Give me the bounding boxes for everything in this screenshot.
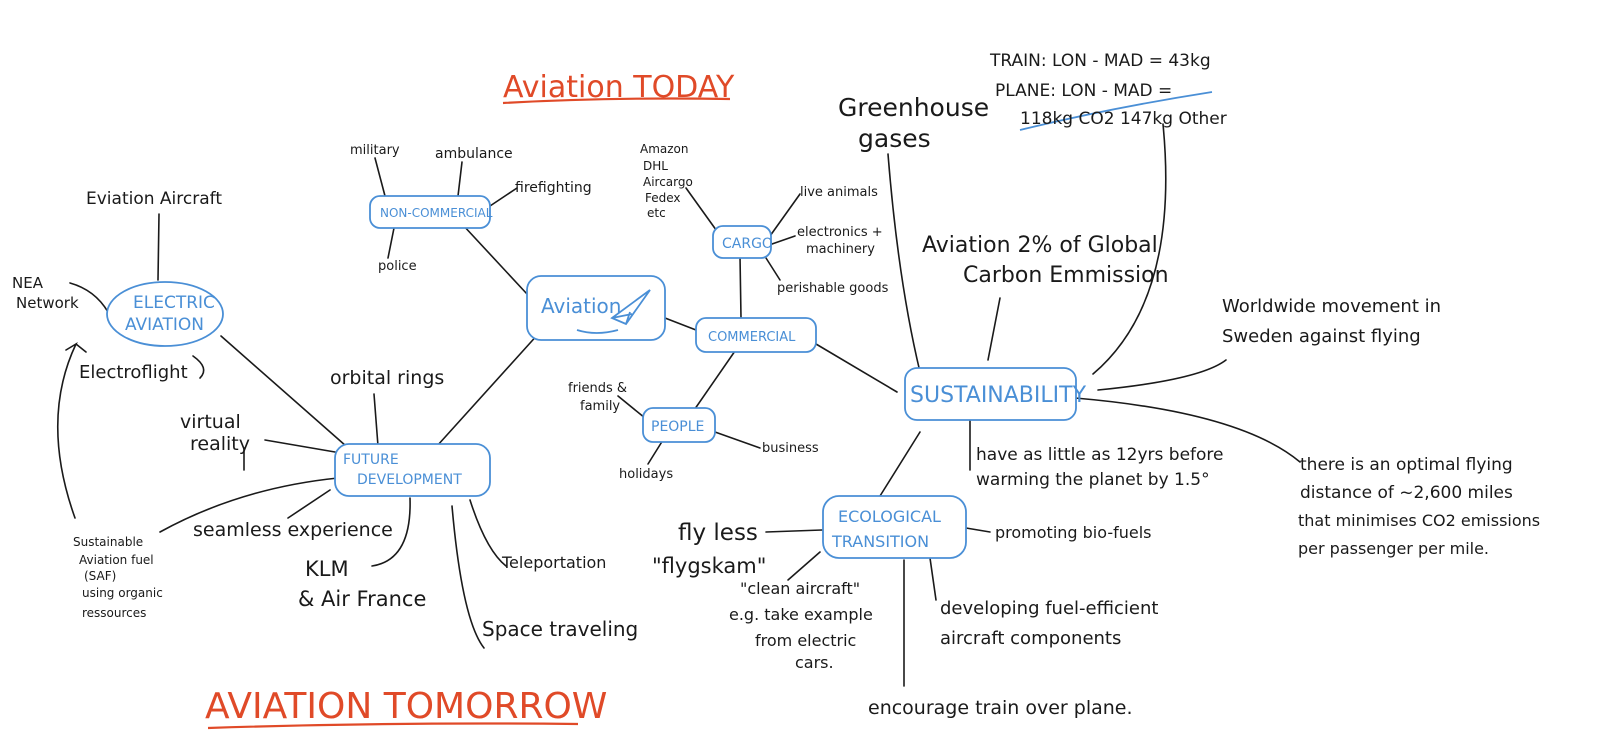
carrier-aircargo: Aircargo (643, 175, 693, 189)
cargo-node (712, 225, 772, 259)
saf-label-4: using organic (82, 586, 163, 600)
movement-label-2: Sweden against flying (1222, 326, 1421, 347)
military-label: military (350, 143, 400, 158)
orbital-rings-label: orbital rings (330, 367, 444, 389)
heading-today-underline (502, 97, 731, 105)
commercial-label: COMMERCIAL (708, 330, 796, 345)
police-label: police (378, 259, 417, 274)
carrier-etc: etc (647, 206, 666, 220)
future-label-1: FUTURE (343, 452, 399, 468)
optimal-label-2: distance of ~2,600 miles (1300, 483, 1513, 503)
fly-less-label: fly less (678, 520, 758, 546)
aviation-underline (576, 329, 619, 334)
movement-label-1: Worldwide movement in (1222, 296, 1441, 317)
clean-aircraft-label-1: "clean aircraft" (740, 579, 860, 598)
seamless-label: seamless experience (193, 519, 393, 541)
plane-co2-label: 118kg CO2 147kg Other (1020, 109, 1227, 129)
holidays-label: holidays (619, 467, 673, 482)
electric-label-2: AVIATION (125, 315, 204, 335)
electronics-label: electronics + (797, 225, 883, 240)
train-over-plane-label: encourage train over plane. (868, 697, 1133, 719)
virtual-reality-label-2: reality (190, 433, 250, 455)
commercial-node (695, 317, 817, 353)
sustainability-label: SUSTAINABILITY (910, 383, 1087, 408)
carrier-dhl: DHL (643, 159, 668, 173)
live-animals-label: live animals (800, 185, 878, 200)
fuel-efficient-label-2: aircraft components (940, 628, 1121, 649)
saf-label-1: Sustainable (73, 535, 143, 549)
business-label: business (762, 441, 819, 456)
perishable-label: perishable goods (777, 281, 889, 296)
greenhouse-label-2: gases (858, 124, 931, 153)
klm-label-1: KLM (305, 557, 349, 581)
cargo-label: CARGO (722, 236, 773, 252)
global-emission-label-2: Carbon Emmission (963, 263, 1169, 288)
saf-label-3: (SAF) (84, 569, 116, 583)
fuel-efficient-label-1: developing fuel-efficient (940, 598, 1158, 619)
klm-label-2: & Air France (298, 587, 426, 611)
noncommercial-label: NON-COMMERCIAL (380, 206, 493, 220)
emissions-underline (1019, 91, 1213, 131)
global-emission-label-1: Aviation 2% of Global (922, 233, 1158, 258)
saf-label-5: ressources (82, 606, 146, 620)
heading-tomorrow-underline (207, 722, 579, 730)
saf-label-2: Aviation fuel (79, 553, 154, 567)
people-node (642, 407, 716, 443)
ecological-node (822, 495, 967, 559)
carrier-amazon: Amazon (640, 142, 689, 156)
plane-emissions-label: PLANE: LON - MAD = (995, 81, 1172, 101)
optimal-label-3: that minimises CO2 emissions (1298, 511, 1540, 530)
future-label-2: DEVELOPMENT (357, 472, 462, 488)
heading-aviation-tomorrow: AVIATION TOMORROW (205, 686, 607, 727)
friends-label-1: friends & (568, 381, 627, 396)
virtual-reality-label-1: virtual (180, 411, 241, 433)
clean-aircraft-label-2: e.g. take example (729, 605, 873, 624)
train-emissions-label: TRAIN: LON - MAD = 43kg (989, 51, 1211, 71)
friends-label-2: family (580, 399, 620, 414)
aviation-node (526, 275, 666, 341)
electroflight-label: Electroflight (79, 362, 188, 383)
carrier-fedex: Fedex (645, 191, 681, 205)
sustainability-node (904, 367, 1077, 421)
electric-label-1: ELECTRIC (133, 293, 215, 313)
optimal-label-4: per passenger per mile. (1298, 539, 1489, 558)
electric-node (106, 281, 224, 347)
nea-label-2: Network (16, 294, 79, 312)
nea-label-1: NEA (12, 274, 44, 292)
machinery-label: machinery (806, 242, 875, 257)
paper-plane-icon (610, 289, 651, 326)
biofuels-label: promoting bio-fuels (995, 523, 1152, 542)
space-traveling-label: Space traveling (482, 617, 638, 641)
eviation-label: Eviation Aircraft (86, 189, 222, 209)
aviation-label: Aviation (541, 294, 621, 318)
ecological-label-1: ECOLOGICAL (838, 507, 941, 526)
clean-aircraft-label-4: cars. (795, 653, 834, 672)
clean-aircraft-label-3: from electric (755, 631, 856, 650)
warming-label-1: have as little as 12yrs before (976, 445, 1224, 465)
noncommercial-node (369, 195, 491, 229)
firefighting-label: firefighting (515, 180, 592, 196)
flygskam-label: "flygskam" (652, 554, 766, 578)
teleportation-label: Teleportation (501, 553, 606, 572)
optimal-label-1: there is an optimal flying (1300, 455, 1513, 475)
ecological-label-2: TRANSITION (831, 532, 929, 551)
greenhouse-label-1: Greenhouse (838, 93, 989, 122)
ambulance-label: ambulance (435, 146, 513, 162)
connectors (56, 123, 1301, 687)
warming-label-2: warming the planet by 1.5° (976, 470, 1210, 490)
people-label: PEOPLE (651, 419, 704, 435)
future-node (334, 443, 491, 497)
